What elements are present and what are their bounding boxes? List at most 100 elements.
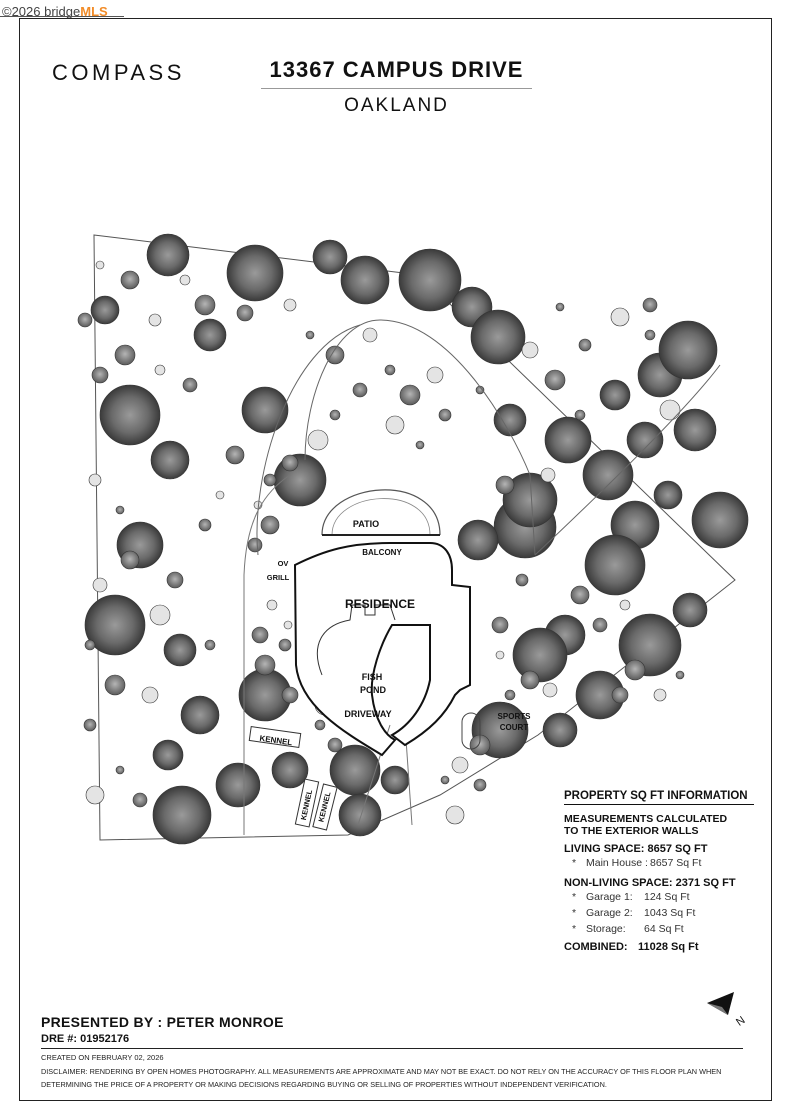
- tree-canopy: [312, 239, 348, 275]
- tree-canopy: [592, 617, 608, 633]
- non-living-space-heading: NON-LIVING SPACE: 2371 SQ FT: [564, 877, 736, 889]
- tree-canopy: [327, 737, 343, 753]
- watermark-text: ©2026 bridge: [2, 4, 81, 19]
- tree-canopy: [251, 626, 269, 644]
- tree-canopy: [305, 330, 315, 340]
- tree-canopy: [642, 297, 658, 313]
- label-pond: POND: [360, 685, 387, 695]
- tree-canopy: [115, 505, 125, 515]
- kennels: [248, 726, 338, 831]
- tree-canopy: [574, 409, 586, 421]
- landscaping-trees: [77, 233, 749, 845]
- brand-logo: COMPASS: [52, 60, 185, 85]
- tree-canopy: [515, 573, 529, 587]
- patio: [321, 489, 441, 536]
- tree-canopy: [626, 421, 664, 459]
- measure-note-2: TO THE EXTERIOR WALLS: [564, 825, 699, 837]
- tree-canopy: [555, 302, 565, 312]
- tree-canopy: [384, 364, 396, 376]
- tree-canopy: [653, 688, 667, 702]
- tree-canopy: [352, 382, 368, 398]
- tree-canopy: [491, 616, 509, 634]
- tree-canopy: [440, 775, 450, 785]
- mls-watermark: ©2026 bridgeMLS: [2, 4, 108, 19]
- tree-canopy: [236, 304, 254, 322]
- tree-canopy: [88, 473, 102, 487]
- label-grill: GRILL: [267, 573, 290, 582]
- property-city: OAKLAND: [344, 95, 449, 116]
- tree-canopy: [584, 534, 646, 596]
- tree-canopy: [120, 550, 140, 570]
- tree-canopy: [154, 364, 166, 376]
- watermark-mls: MLS: [80, 4, 108, 19]
- tree-canopy: [445, 805, 465, 825]
- tree-canopy: [340, 255, 390, 305]
- label-court: COURT: [500, 723, 529, 732]
- tree-canopy: [204, 639, 216, 651]
- tree-canopy: [415, 440, 425, 450]
- tree-canopy: [254, 654, 276, 676]
- tree-canopy: [470, 309, 526, 365]
- tree-canopy: [502, 472, 558, 528]
- tree-canopy: [582, 449, 634, 501]
- tree-canopy: [83, 718, 97, 732]
- title-divider: [261, 88, 532, 89]
- tree-canopy: [426, 366, 444, 384]
- tree-canopy: [149, 604, 171, 626]
- tree-canopy: [658, 320, 718, 380]
- tree-canopy: [624, 659, 646, 681]
- tree-canopy: [610, 307, 630, 327]
- living-space-heading: LIVING SPACE: 8657 SQ FT: [564, 843, 708, 855]
- tree-canopy: [278, 638, 292, 652]
- watermark-rule: [0, 16, 124, 17]
- north-arrow-icon: N: [707, 992, 748, 1029]
- combined-total: COMBINED:11028 Sq Ft: [564, 941, 699, 953]
- north-label: N: [734, 1014, 747, 1028]
- tree-canopy: [644, 329, 656, 341]
- tree-canopy: [166, 571, 184, 589]
- tree-canopy: [77, 312, 93, 328]
- tree-canopy: [225, 445, 245, 465]
- tree-canopy: [329, 409, 341, 421]
- presenter-name: PRESENTED BY : PETER MONROE: [41, 1014, 284, 1030]
- tree-canopy: [85, 785, 105, 805]
- tree-canopy: [148, 313, 162, 327]
- tree-canopy: [338, 793, 382, 837]
- tree-canopy: [307, 429, 329, 451]
- tree-canopy: [90, 295, 120, 325]
- property-address: 13367 CAMPUS DRIVE: [269, 57, 524, 82]
- tree-canopy: [542, 682, 558, 698]
- tree-canopy: [570, 585, 590, 605]
- tree-canopy: [179, 274, 191, 286]
- tree-canopy: [215, 762, 261, 808]
- disclaimer-text: DISCLAIMER: RENDERING BY OPEN HOMES PHOT…: [41, 1067, 722, 1089]
- tree-canopy: [182, 377, 198, 393]
- tree-canopy: [691, 491, 749, 549]
- tree-canopy: [653, 480, 683, 510]
- tree-canopy: [99, 384, 161, 446]
- tree-canopy: [520, 670, 540, 690]
- tree-canopy: [132, 792, 148, 808]
- sports-court: [461, 712, 481, 750]
- tree-canopy: [457, 519, 499, 561]
- tree-canopy: [380, 765, 410, 795]
- tree-canopy: [675, 670, 685, 680]
- tree-canopy: [91, 366, 109, 384]
- tree-canopy: [146, 233, 190, 277]
- tree-canopy: [152, 739, 184, 771]
- label-fish: FISH: [362, 672, 383, 682]
- label-patio: PATIO: [353, 519, 379, 529]
- measure-note-1: MEASUREMENTS CALCULATED: [564, 813, 728, 825]
- tree-canopy: [266, 599, 278, 611]
- tree-canopy: [271, 751, 309, 789]
- sqft-info-panel: PROPERTY SQ FT INFORMATION MEASUREMENTS …: [564, 790, 754, 953]
- list-item: *Storage:64 Sq Ft: [572, 923, 684, 935]
- label-ov: OV: [278, 559, 289, 568]
- tree-canopy: [193, 318, 227, 352]
- tree-canopy: [104, 674, 126, 696]
- tree-canopy: [512, 627, 568, 683]
- page-frame: [19, 18, 772, 1101]
- created-date: CREATED ON FEBRUARY 02, 2026: [41, 1053, 164, 1062]
- tree-canopy: [438, 408, 452, 422]
- tree-canopy: [95, 260, 105, 270]
